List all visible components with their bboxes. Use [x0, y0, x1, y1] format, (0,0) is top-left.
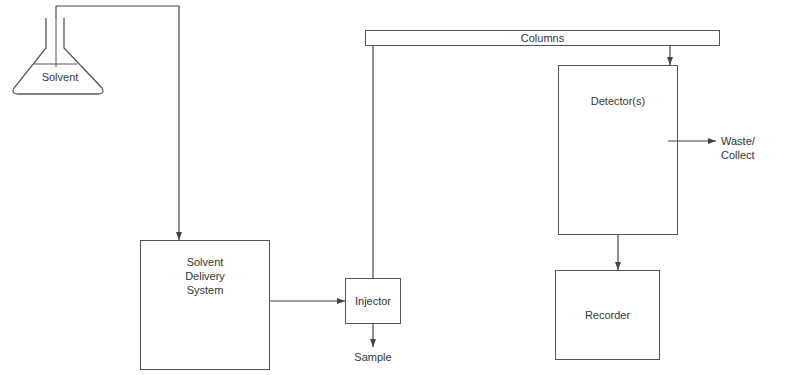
flow-line: [270, 300, 345, 301]
column-tube: Columns: [365, 30, 720, 46]
injector-box: Injector: [345, 278, 401, 324]
flow-line: [617, 235, 618, 270]
node-text: Recorder: [585, 308, 630, 322]
node-text: Detector(s): [559, 94, 677, 108]
waste-arrow: [668, 140, 716, 141]
node-text: Solvent: [10, 70, 110, 84]
sample-label: Sample: [343, 350, 403, 364]
outlet-label: Waste/ Collect: [721, 134, 773, 162]
node-text: Columns: [521, 31, 564, 45]
node-text: Solvent Delivery System: [172, 255, 238, 297]
solvent-flask: Solvent: [10, 18, 110, 96]
flow-line: [669, 46, 670, 65]
solvent-delivery-box: Solvent Delivery System: [140, 240, 270, 370]
flow-line: [56, 6, 179, 240]
recorder-box: Recorder: [555, 270, 660, 360]
flow-line: [372, 46, 373, 278]
inlet-tube: [56, 18, 57, 67]
detector-box: Detector(s): [558, 65, 678, 235]
node-text: Injector: [355, 294, 391, 308]
flask-outline: [10, 18, 110, 96]
sample-arrow: [372, 324, 373, 347]
